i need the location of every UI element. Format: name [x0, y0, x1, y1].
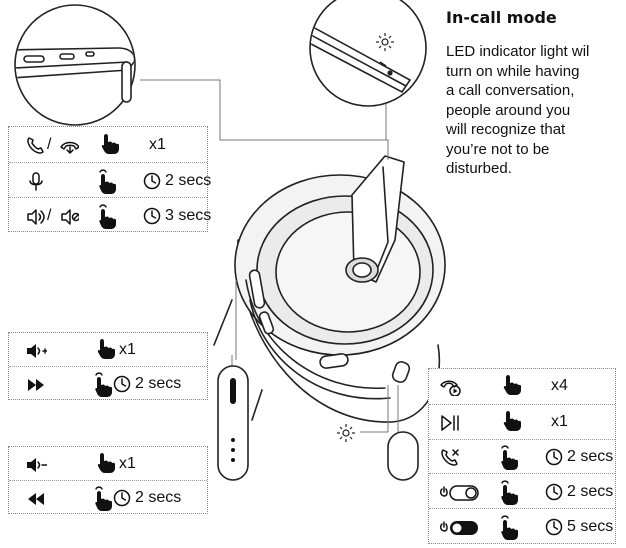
hold-icon [501, 514, 522, 545]
action-label: x1 [149, 135, 166, 153]
table-row: / 3 secs [9, 197, 211, 234]
volume-down-table: x1 2 secs [8, 446, 208, 514]
phone-hangup-icon [59, 135, 80, 160]
clock-icon [113, 489, 131, 512]
rewind-icon [25, 488, 45, 513]
description: LED indicator light wil turn on while ha… [446, 42, 626, 179]
description-line: LED indicator light wil [446, 43, 590, 60]
clock-icon [545, 483, 563, 506]
description-line: will recognize that [446, 121, 566, 138]
tap-icon [501, 409, 522, 440]
action-label: x1 [119, 340, 136, 358]
right-controls-table: x4 x1 2 secs 2 secs 5 secs [428, 368, 616, 544]
power-off-icon [439, 482, 479, 507]
table-row: 2 secs [9, 480, 207, 514]
hold-icon [95, 371, 116, 402]
tap-icon [95, 337, 116, 368]
action-label: 5 secs [567, 517, 614, 535]
hold-icon [95, 485, 116, 516]
volume-down-icon [25, 454, 48, 479]
volume-up-table: x1 2 secs [8, 332, 208, 400]
tap-icon [99, 132, 120, 163]
table-row: 2 secs [429, 438, 615, 475]
led-light-icon [337, 424, 355, 442]
led-light-icon [376, 33, 394, 51]
table-row: 2 secs [9, 162, 211, 199]
action-label: 2 secs [567, 482, 614, 500]
tap-icon [95, 451, 116, 482]
action-label: x4 [551, 377, 568, 395]
table-row: / x1 [9, 127, 207, 162]
description-line: you’re not to be [446, 140, 550, 158]
hold-icon [501, 479, 522, 510]
fast-forward-icon [25, 374, 45, 399]
microphone-icon [25, 171, 45, 196]
table-row: x4 [429, 369, 615, 404]
description-line: disturbed. [446, 160, 512, 177]
hold-icon [99, 203, 120, 234]
speaker-icon [25, 206, 45, 231]
description-line: people around you [446, 101, 571, 119]
action-label: 2 secs [165, 171, 212, 189]
reject-call-icon [439, 447, 459, 472]
section-title: In-call mode [446, 8, 557, 27]
action-label: 2 secs [567, 447, 614, 465]
assistant-icon [439, 376, 461, 401]
speaker-mute-icon [59, 206, 81, 231]
power-on-icon [439, 517, 479, 542]
call-controls-table: / x1 2 secs / 3 secs [8, 126, 211, 234]
hold-icon [99, 168, 120, 199]
action-label: 2 secs [135, 488, 182, 506]
action-label: 2 secs [135, 374, 182, 392]
table-row: 2 secs [9, 366, 207, 400]
description-line: a call conversation, [446, 82, 575, 99]
slash-separator-icon: / [47, 135, 52, 153]
slash-separator-icon: / [47, 206, 52, 224]
tap-icon [501, 373, 522, 404]
action-label: x1 [119, 454, 136, 472]
volume-up-icon [25, 340, 48, 365]
clock-icon [545, 518, 563, 541]
clock-icon [113, 375, 131, 398]
table-row: x1 [9, 447, 207, 480]
hold-icon [501, 444, 522, 475]
table-row: x1 [429, 403, 615, 440]
phone-icon [25, 135, 45, 160]
clock-icon [143, 172, 161, 195]
table-row: x1 [9, 333, 207, 366]
clock-icon [545, 448, 563, 471]
play-pause-icon [439, 412, 459, 437]
description-line: turn on while having [446, 62, 580, 80]
action-label: x1 [551, 413, 568, 431]
table-row: 5 secs [429, 508, 615, 544]
table-row: 2 secs [429, 473, 615, 509]
action-label: 3 secs [165, 206, 212, 224]
clock-icon [143, 207, 161, 230]
